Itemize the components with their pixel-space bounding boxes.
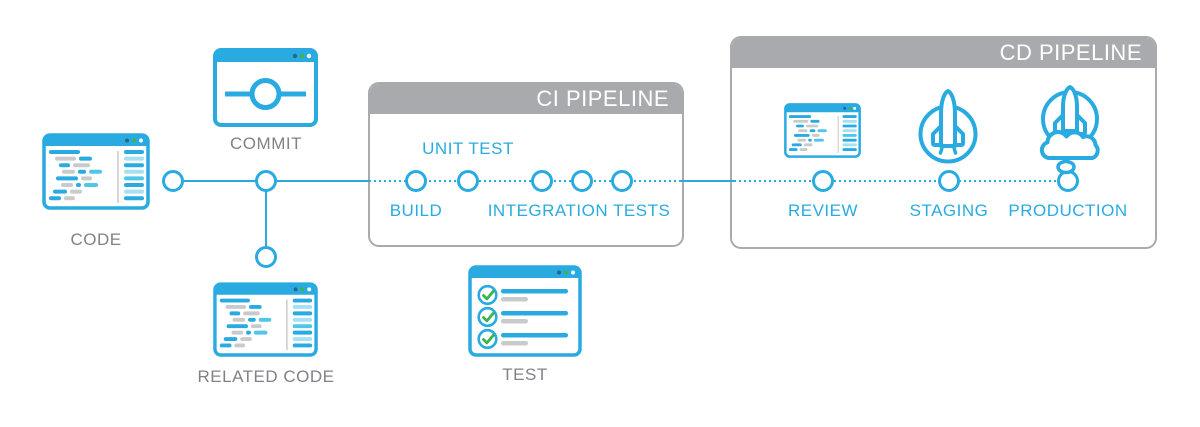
related-code-window-icon <box>213 282 318 357</box>
node-integration-test-3 <box>611 170 633 192</box>
connector-cd-dotted-line <box>734 180 1068 182</box>
node-build <box>405 170 427 192</box>
cd-pipeline-title: CD PIPELINE <box>999 40 1142 65</box>
node-integration-test-1 <box>531 170 553 192</box>
test-label: TEST <box>502 365 548 384</box>
connector-ci-to-cd <box>679 180 734 182</box>
integration-tests-stage-label: INTEGRATION TESTS <box>487 201 671 220</box>
cd-pipeline-header: CD PIPELINE <box>732 38 1155 68</box>
commit-window-icon <box>213 48 318 127</box>
node-unit-test <box>457 170 479 192</box>
production-rocket-launch-icon <box>1032 85 1108 175</box>
production-stage-label: PRODUCTION <box>1008 201 1128 220</box>
unit-test-stage-label: UNIT TEST <box>422 139 514 158</box>
ci-pipeline-box: CI PIPELINE <box>368 82 684 247</box>
ci-pipeline-header: CI PIPELINE <box>370 84 682 114</box>
build-stage-label: BUILD <box>389 201 443 220</box>
connector-commit-to-related-code <box>265 181 267 257</box>
node-integration-test-2 <box>571 170 593 192</box>
node-related-code <box>255 246 277 268</box>
review-window-icon <box>783 103 862 158</box>
node-code <box>162 170 184 192</box>
connector-ci-dotted-line <box>369 180 679 182</box>
related-code-label: RELATED CODE <box>197 367 335 386</box>
code-window-icon <box>42 133 150 210</box>
node-commit <box>255 170 277 192</box>
node-staging <box>938 170 960 192</box>
test-checklist-icon <box>468 265 582 357</box>
review-stage-label: REVIEW <box>787 201 859 220</box>
node-review <box>812 170 834 192</box>
commit-label: COMMIT <box>230 134 302 153</box>
code-label: CODE <box>70 230 122 249</box>
staging-stage-label: STAGING <box>909 201 989 220</box>
staging-rocket-icon <box>912 88 984 164</box>
ci-pipeline-title: CI PIPELINE <box>536 86 669 111</box>
